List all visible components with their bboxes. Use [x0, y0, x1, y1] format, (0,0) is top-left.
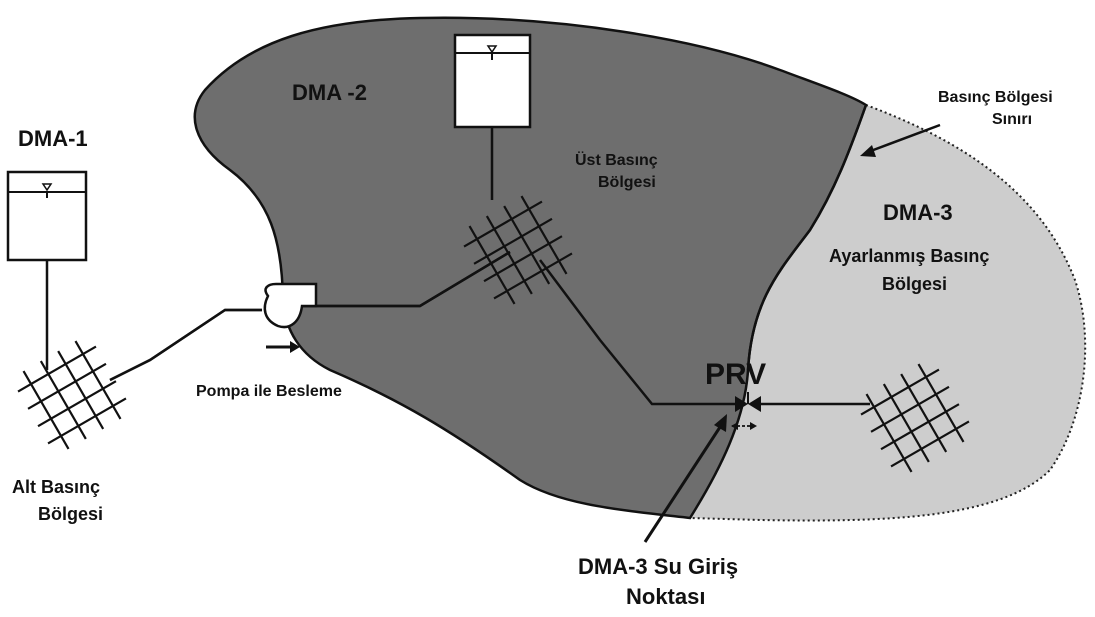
label-upper-zone-1: Üst Basınç — [575, 150, 658, 169]
label-entry-2: Noktası — [626, 584, 705, 609]
label-adjusted-2: Bölgesi — [882, 274, 947, 294]
label-prv: PRV — [705, 358, 766, 391]
tank-dma1 — [6, 170, 88, 262]
zone-dma3 — [688, 103, 1087, 522]
pipes — [45, 127, 870, 406]
small-flow-arrow-icon — [731, 422, 757, 430]
prv-valve-icon — [735, 392, 761, 412]
tank-dma2 — [453, 33, 532, 129]
label-lower-1: Alt Basınç — [12, 477, 100, 497]
network-grid-dma2 — [463, 195, 573, 305]
label-pump: Pompa ile Besleme — [196, 383, 342, 400]
label-adjusted-1: Ayarlanmış Basınç — [829, 246, 989, 266]
entry-pointer-arrow — [643, 414, 727, 543]
label-dma2: DMA -2 — [292, 80, 367, 105]
label-upper-zone-2: Bölgesi — [598, 174, 656, 191]
network-grid-dma1 — [17, 340, 127, 450]
label-lower-2: Bölgesi — [38, 504, 103, 524]
label-dma1: DMA-1 — [18, 126, 88, 151]
label-boundary-2: Sınırı — [992, 111, 1032, 128]
network-grid-dma3 — [860, 363, 970, 473]
label-entry-1: DMA-3 Su Giriş — [578, 554, 738, 579]
flow-arrow-icon — [266, 341, 300, 353]
label-dma3: DMA-3 — [883, 200, 953, 225]
pump-icon — [263, 282, 318, 329]
label-boundary-1: Basınç Bölgesi — [938, 89, 1053, 106]
zone-boundary-line — [746, 104, 868, 371]
boundary-pointer-arrow — [860, 123, 941, 157]
